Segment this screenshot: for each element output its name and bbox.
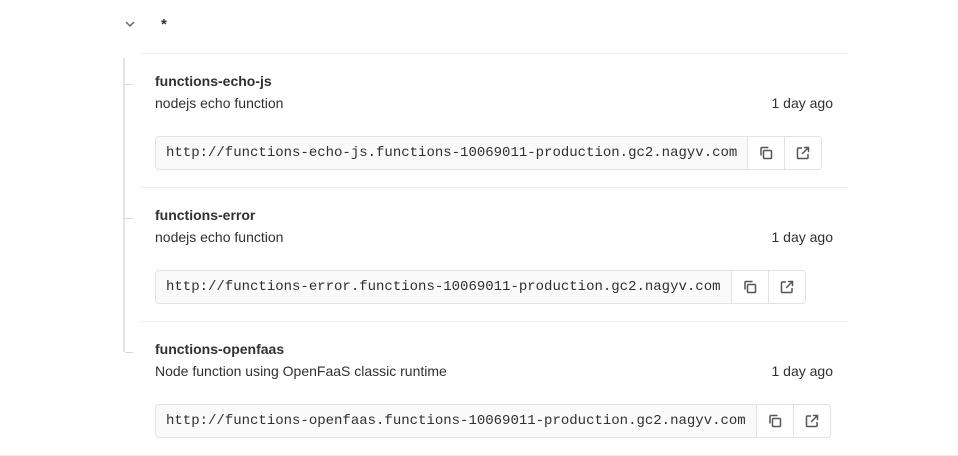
copy-url-button[interactable] — [756, 404, 794, 438]
function-description: Node function using OpenFaaS classic run… — [155, 363, 447, 379]
function-url-group: http://functions-echo-js.functions-10069… — [155, 136, 823, 170]
environment-group-title: * — [161, 15, 167, 33]
function-url[interactable]: http://functions-error.functions-1006901… — [155, 270, 732, 304]
function-description: nodejs echo function — [155, 95, 284, 111]
external-link-icon — [804, 413, 820, 429]
open-url-button[interactable] — [768, 270, 806, 304]
copy-icon — [758, 145, 774, 161]
function-name: functions-openfaas — [155, 341, 285, 357]
function-description: nodejs echo function — [155, 229, 284, 245]
function-name: functions-error — [155, 207, 256, 223]
function-url-group: http://functions-openfaas.functions-1006… — [155, 404, 831, 438]
function-url-group: http://functions-error.functions-1006901… — [155, 270, 806, 304]
function-age: 1 day ago — [771, 229, 834, 245]
copy-url-button[interactable] — [731, 270, 769, 304]
function-row: functions-openfaas Node function using O… — [140, 321, 848, 456]
function-age: 1 day ago — [771, 363, 834, 379]
function-row: functions-error nodejs echo function 1 d… — [140, 187, 848, 322]
chevron-down-icon[interactable] — [120, 14, 140, 34]
tree-connector — [125, 218, 133, 219]
tree-connector — [125, 84, 133, 85]
environment-group-header: * — [120, 10, 167, 38]
copy-url-button[interactable] — [748, 136, 786, 170]
function-name: functions-echo-js — [155, 73, 272, 89]
function-url[interactable]: http://functions-openfaas.functions-1006… — [155, 404, 757, 438]
copy-icon — [767, 413, 783, 429]
function-age: 1 day ago — [771, 95, 834, 111]
open-url-button[interactable] — [793, 404, 831, 438]
function-row: functions-echo-js nodejs echo function 1… — [140, 53, 848, 188]
function-url[interactable]: http://functions-echo-js.functions-10069… — [155, 136, 749, 170]
open-url-button[interactable] — [785, 136, 823, 170]
external-link-icon — [795, 145, 811, 161]
copy-icon — [742, 279, 758, 295]
tree-line — [123, 58, 125, 352]
external-link-icon — [779, 279, 795, 295]
tree-connector — [125, 352, 133, 353]
